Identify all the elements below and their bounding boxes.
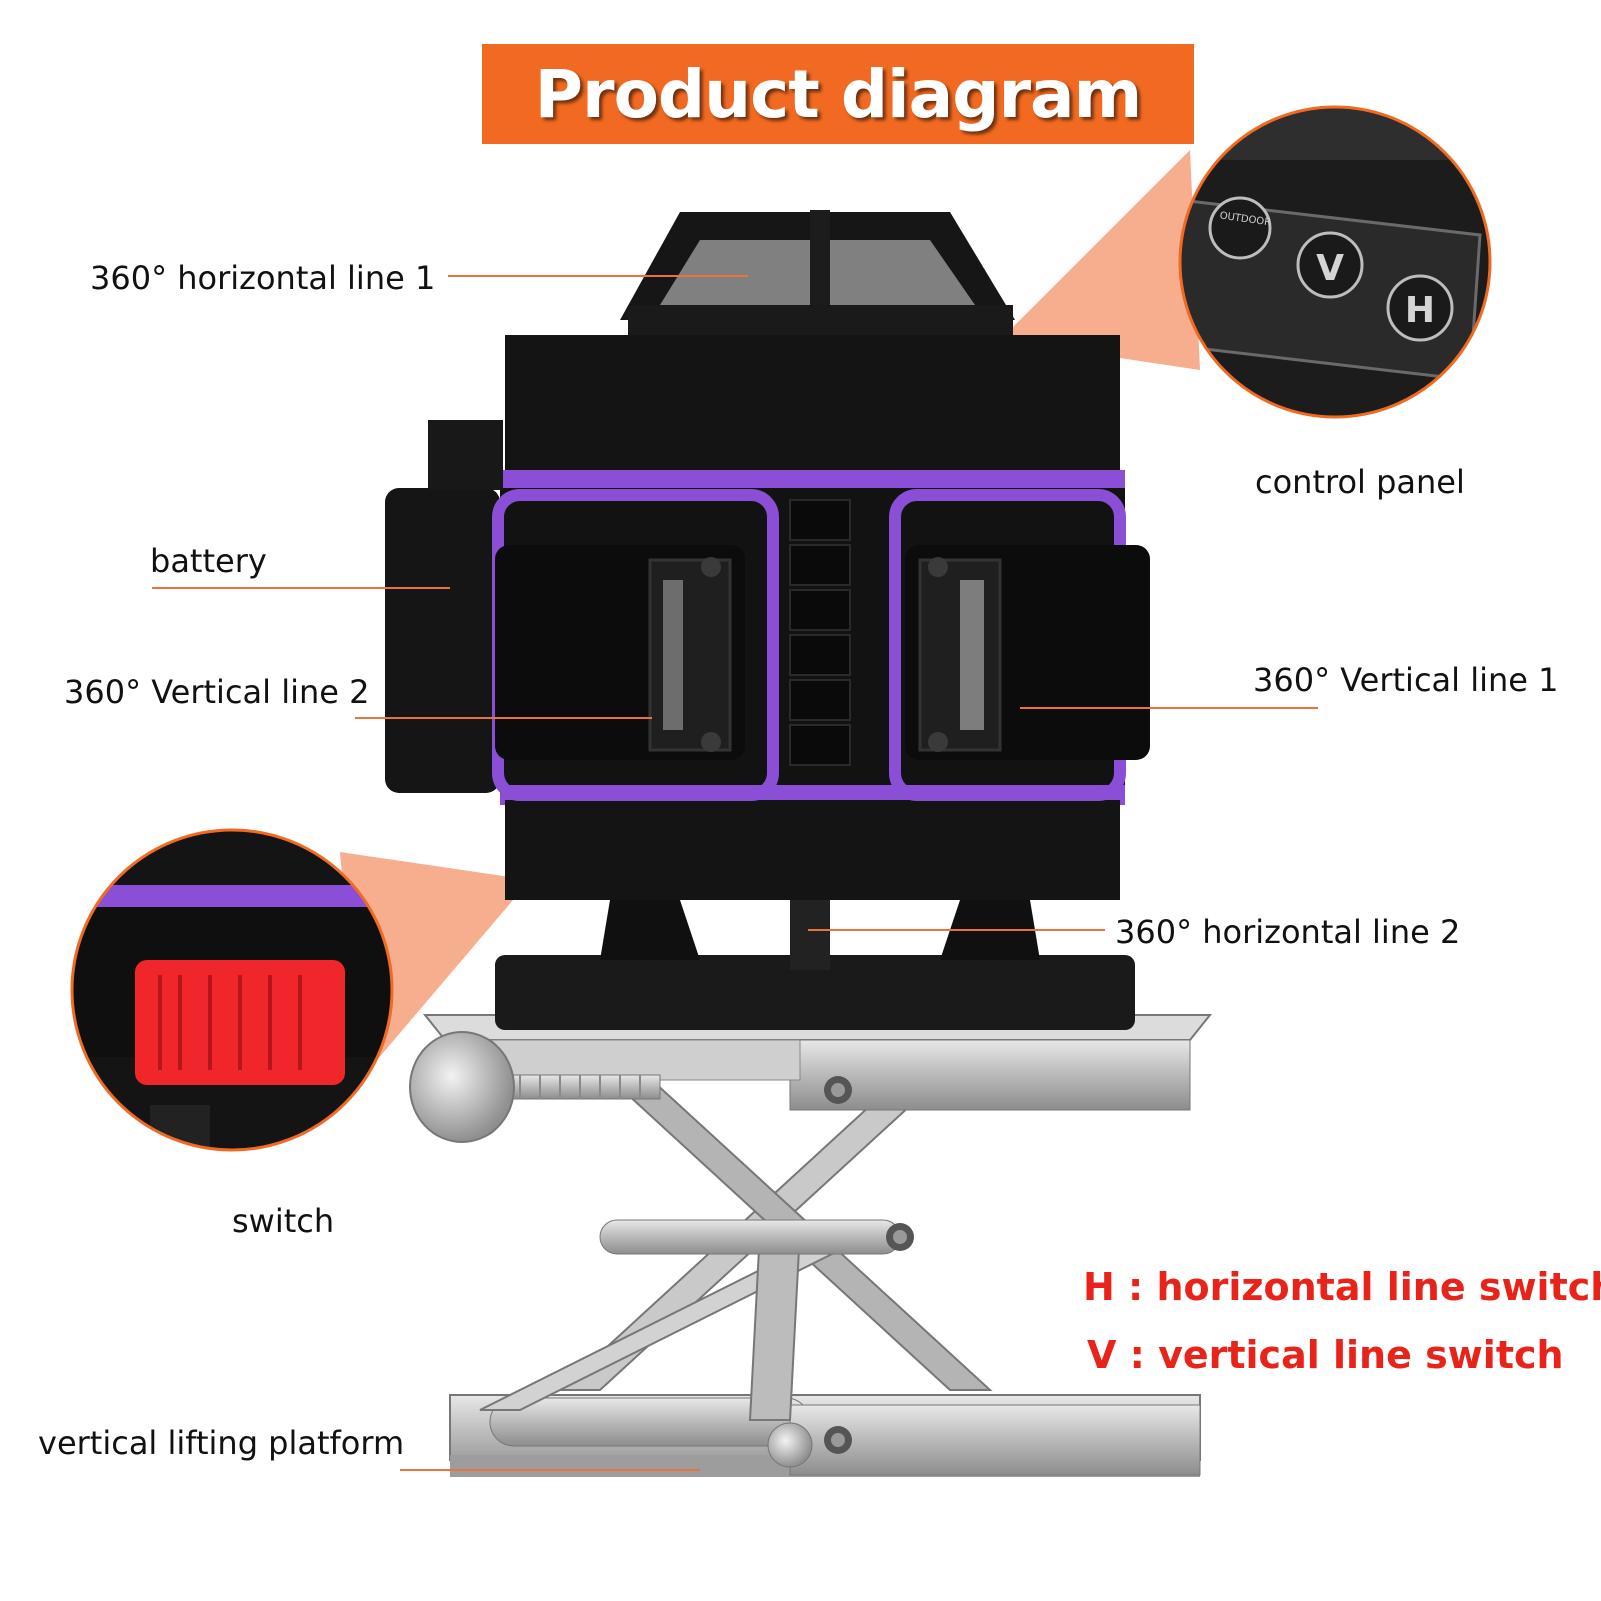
control-panel-callout-ring [1178, 105, 1492, 419]
control-panel-callout-cone [1000, 150, 1200, 370]
legend-h: H : horizontal line switch [1083, 1265, 1601, 1309]
page-title: Product diagram [534, 55, 1143, 133]
label-battery: battery [150, 542, 267, 580]
switch-callout [72, 830, 392, 1150]
label-lifting-platform: vertical lifting platform [38, 1424, 405, 1462]
switch-callout-ring [70, 828, 394, 1152]
lifting-platform [409, 1014, 1213, 1477]
laser-level-body [385, 210, 1150, 1030]
label-horizontal-line-2: 360° horizontal line 2 [1115, 913, 1461, 951]
label-horizontal-line-1: 360° horizontal line 1 [90, 259, 436, 297]
label-control-panel: control panel [1255, 463, 1465, 501]
label-vertical-line-1: 360° Vertical line 1 [1253, 661, 1559, 699]
legend-v: V : vertical line switch [1087, 1333, 1564, 1377]
v-button-glyph: V [1316, 248, 1344, 289]
label-switch: switch [232, 1202, 335, 1240]
h-button-glyph: H [1405, 290, 1435, 331]
label-vertical-line-2: 360° Vertical line 2 [64, 673, 370, 711]
title-banner: Product diagram [482, 44, 1194, 144]
